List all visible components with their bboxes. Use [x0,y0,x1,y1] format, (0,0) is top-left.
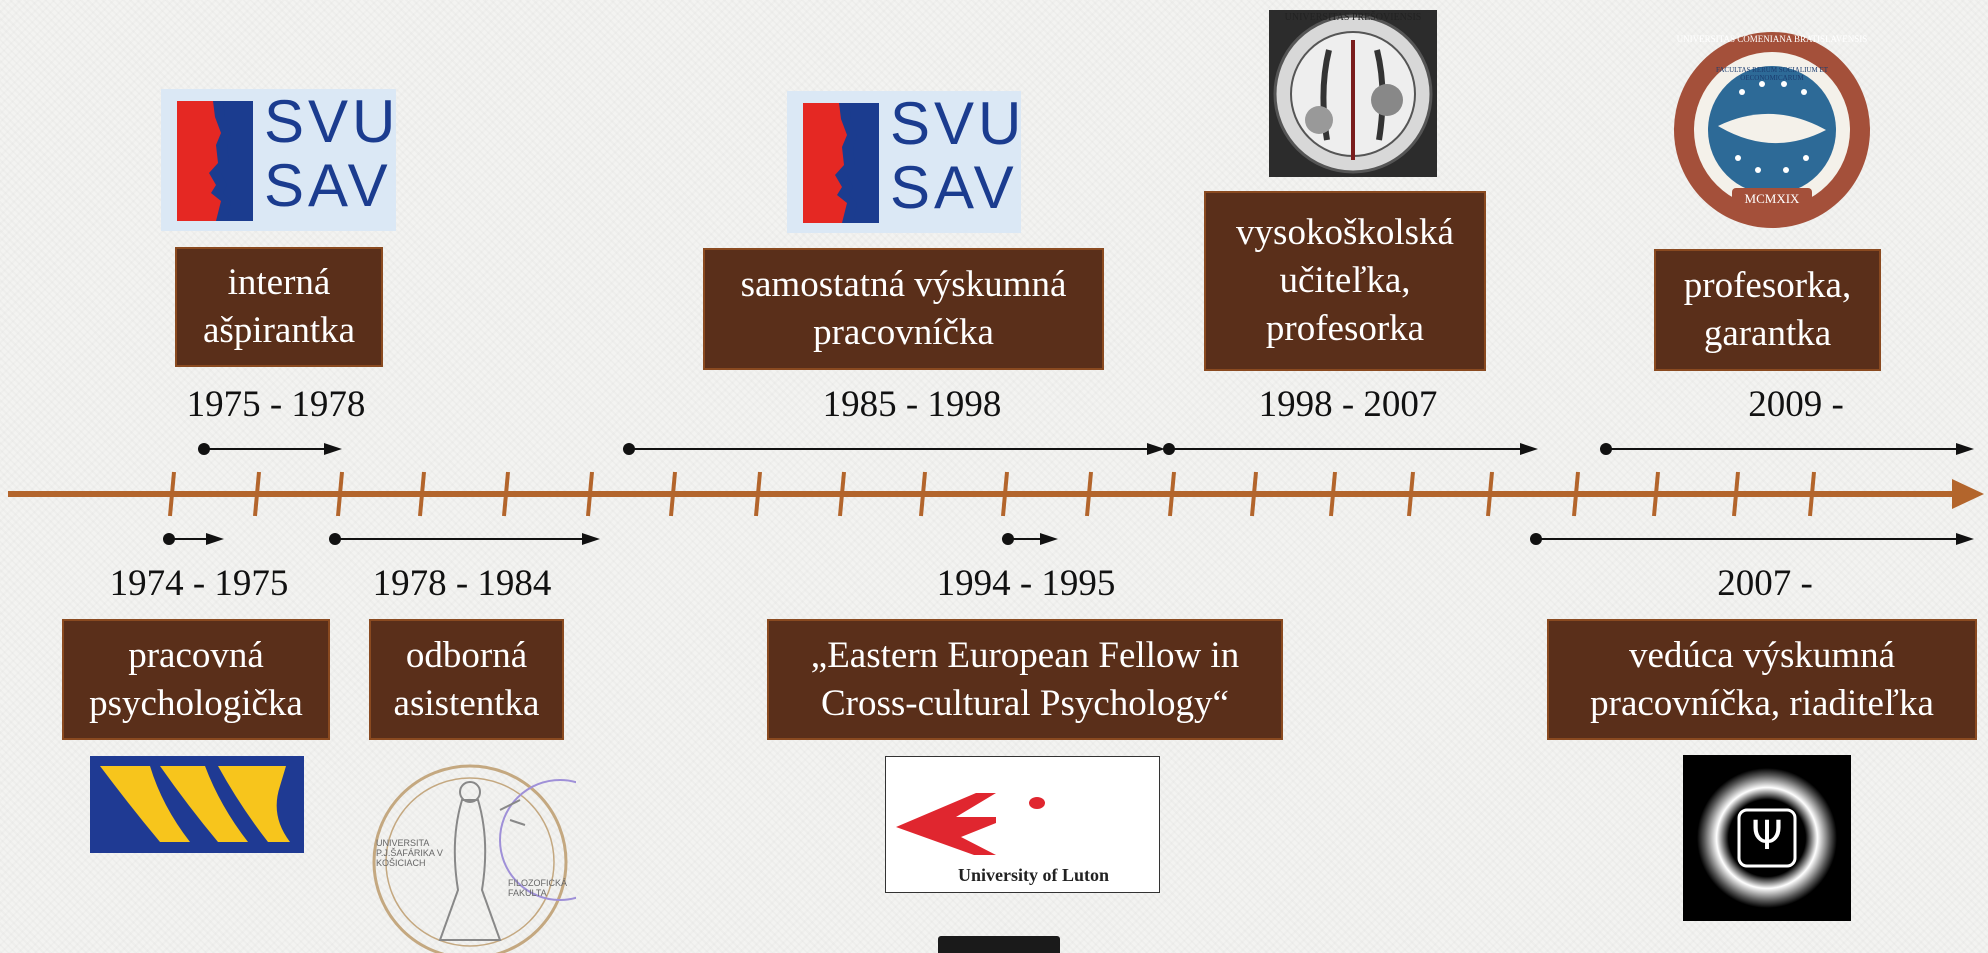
timeline-tick [502,471,510,517]
period-date-1994-1995: 1994 - 1995 [936,563,1116,604]
period-arrow-start-dot [1530,533,1542,545]
svu-sav-logo: SVU SAV [787,91,1021,233]
period-arrow-head [324,443,342,455]
svu-sav-face-icon [803,103,879,223]
timeline-tick [418,471,426,517]
psi-symbol-text: Ψ [1751,813,1783,859]
column-capital-icon [938,936,1060,953]
timeline-tick [1572,471,1580,517]
timeline-tick [586,471,594,517]
period-arrow-start-dot [198,443,210,455]
comenius-seal-icon [1674,32,1870,228]
timeline-tick [168,471,176,517]
safarik-university-seal: UNIVERSITA P.J.ŠAFÁRIKA V KOŠICIACH FILO… [370,760,576,953]
period-arrow-head [582,533,600,545]
role-box-eastern-european-fellow: „Eastern European Fellow in Cross-cultur… [767,619,1283,740]
luton-text: University of Luton [958,865,1110,885]
timeline-tick [1652,471,1660,517]
timeline-tick [919,471,927,517]
period-date-1974-1975: 1974 - 1975 [109,563,289,604]
period-arrow-start-dot [1163,443,1175,455]
safarik-seal-faculty: FILOZOFICKÁ FAKULTA [508,878,568,898]
period-arrow-start-dot [1600,443,1612,455]
svu-sav-face-icon [177,101,253,221]
comenius-seal-year: MCMXIX [1744,191,1800,206]
sav-text: SAV [890,154,1018,221]
safarik-seal-text: UNIVERSITA P.J.ŠAFÁRIKA V KOŠICIACH [376,838,443,868]
period-date-1998-2007: 1998 - 2007 [1258,384,1438,425]
period-arrow-head [1147,443,1165,455]
period-date-1975-1978: 1975 - 1978 [186,384,366,425]
safarik-seal-icon [372,764,576,953]
comenius-seal-text: UNIVERSITAS COMENIANA BRATISLAVENSIS [1676,34,1868,44]
timeline-tick [669,471,677,517]
timeline-axis-arrowhead [1952,479,1984,509]
period-arrow-start-dot [163,533,175,545]
timeline-tick [336,471,344,517]
period-arrow-head [1956,443,1974,455]
period-arrow-head [1956,533,1974,545]
vss-logo [90,756,304,853]
university-of-luton-logo: University of Luton [885,756,1160,893]
timeline-tick [1407,471,1415,517]
svu-text: SVU [264,89,396,155]
timeline-tick [754,471,762,517]
presov-seal-icon [1273,14,1433,174]
period-arrow-start-dot [623,443,635,455]
psi-emblem-icon [1697,768,1837,908]
role-box-profesorka-garantka: profesorka, garantka [1654,249,1881,371]
period-date-2009: 2009 - [1748,384,1844,425]
svu-sav-logo: SVU SAV [161,89,396,231]
luton-mark-icon [896,793,1045,855]
period-date-1985-1998: 1985 - 1998 [822,384,1002,425]
period-arrow-start-dot [329,533,341,545]
timeline-axis [8,471,1984,517]
period-arrow-head [1520,443,1538,455]
comenius-university-seal: UNIVERSITAS COMENIANA BRATISLAVENSIS FAC… [1672,30,1872,230]
psychology-institute-logo: Ψ [1683,755,1851,921]
timeline-tick [253,471,261,517]
role-box-interna-aspirantka: interná ašpirantka [175,247,383,367]
sav-text: SAV [264,152,392,219]
role-box-veduca-vyskumna: vedúca výskumná pracovníčka, riaditeľka [1547,619,1977,740]
timeline-tick [1808,471,1816,517]
period-arrow-head [206,533,224,545]
period-date-2007: 2007 - [1717,563,1813,604]
timeline-tick [1329,471,1337,517]
presov-seal-text: UNIVERSITAS PREŠOVIENSIS [1284,12,1422,23]
period-arrow-start-dot [1002,533,1014,545]
timeline-tick [1250,471,1258,517]
role-box-samostatna-vyskumna: samostatná výskumná pracovníčka [703,248,1104,370]
timeline-tick [1168,471,1176,517]
vss-stripes-icon [100,766,290,842]
comenius-seal-subtext: FACULTAS RERUM SOCIALIUM ET OECONOMICARU… [1715,66,1829,82]
role-box-odborna-asistentka: odborná asistentka [369,619,564,740]
period-arrow-head [1040,533,1058,545]
role-box-pracovna-psychologicka: pracovná psychologička [62,619,330,740]
timeline-tick [1001,471,1009,517]
timeline-tick [1085,471,1093,517]
timeline-tick [838,471,846,517]
timeline-tick [1732,471,1740,517]
presov-university-seal: UNIVERSITAS PREŠOVIENSIS [1269,10,1437,177]
period-arrows [163,443,1974,545]
svu-text: SVU [890,91,1021,157]
timeline-tick [1486,471,1494,517]
role-box-vysokoskolska-ucitelka: vysokoškolská učiteľka, profesorka [1204,191,1486,371]
period-date-1978-1984: 1978 - 1984 [372,563,552,604]
